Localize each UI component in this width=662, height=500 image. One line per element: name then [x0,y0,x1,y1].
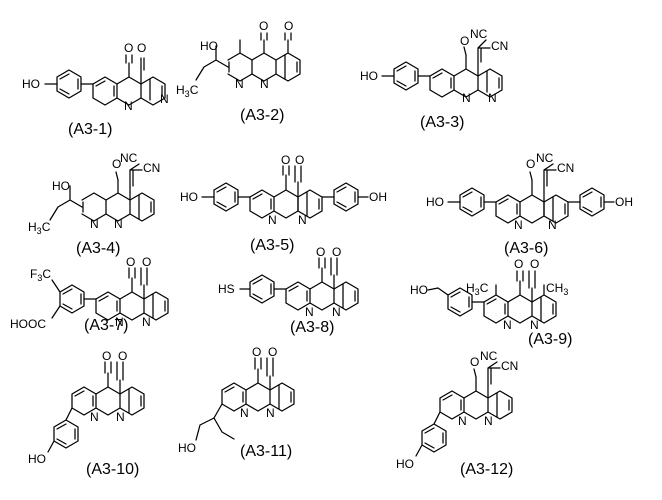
atom-h3c: H3C [176,83,199,99]
atom-oh: OH [369,190,387,204]
caption-a3-11: (A3-11) [240,443,292,460]
atom-o: O [102,349,111,363]
atom-o: O [470,355,479,369]
atom-n: N [488,91,497,105]
atom-n: N [530,318,539,332]
atom-n: N [260,77,269,91]
structure-a3-4: HO H3C O NC CN N N (A3-4) [28,151,160,257]
atom-ho: HO [200,39,218,53]
atom-n: N [458,414,467,428]
structure-a3-8: HS O O N N (A3-8) [218,245,358,336]
atom-ho: HO [22,77,40,91]
atom-o: O [268,345,277,359]
atom-o: O [526,157,535,171]
atom-hooc: HOOC [10,317,46,331]
structure-a3-7: F3C HOOC O O N N (A3-7) [10,255,168,334]
atom-ho: HO [180,190,198,204]
structure-a3-3: HO O NC CN N N (A3-3) [360,27,508,131]
atom-cn: CN [491,39,508,53]
atom-n: N [503,318,512,332]
atom-o: O [118,349,127,363]
atom-o: O [259,19,268,33]
atom-o: O [142,255,151,269]
structure-a3-5: HO O O N N OH (A3-5) [180,153,387,254]
atom-o: O [124,41,133,55]
atom-n: N [548,218,557,232]
caption-a3-10: (A3-10) [86,461,139,478]
atom-cn: CN [143,161,160,175]
atom-n: N [332,305,341,319]
atom-ho: HO [360,69,378,83]
atom-n: N [305,305,314,319]
atom-o: O [332,245,341,259]
atom-o: O [295,153,304,167]
atom-o: O [530,257,539,271]
structure-a3-10: O O N N HO (A3-10) [28,349,144,478]
atom-o: O [252,345,261,359]
atom-n: N [484,414,493,428]
atom-o: O [460,34,469,48]
structure-a3-6: HO O NC CN N N OH (A3-6) [426,151,633,257]
atom-n: N [114,217,123,231]
caption-a3-6: (A3-6) [504,240,548,257]
atom-h3c: H3C [466,281,489,297]
atom-ho: HO [396,457,414,471]
atom-ho: HO [410,283,428,297]
atom-o: O [284,19,293,33]
structure-a3-9: HO H3C CH3 O O N N (A3-9) [410,257,572,348]
structure-a3-2: HO H3C N N O O (A3-2) [176,19,300,124]
atom-n: N [266,406,275,420]
atom-n: N [235,77,244,91]
structure-a3-1: HO O O N N (A3-1) [22,41,169,138]
atom-nc: NC [120,151,138,165]
caption-a3-2: (A3-2) [240,107,284,124]
structure-a3-11: O O N N HO (A3-11) [178,345,294,460]
atom-n: N [116,410,125,424]
caption-a3-4: (A3-4) [76,240,120,257]
atom-ho: HO [178,441,196,455]
atom-nc: NC [536,151,554,165]
caption-a3-3: (A3-3) [420,114,464,131]
atom-n: N [160,92,169,106]
atom-hs: HS [218,282,235,296]
atom-f3c: F3C [30,267,51,283]
atom-h3c: H3C [28,220,51,236]
caption-a3-8: (A3-8) [290,319,334,336]
atom-n: N [90,410,99,424]
atom-n: N [240,406,249,420]
atom-o: O [316,245,325,259]
atom-o: O [514,257,523,271]
atom-ho: HO [52,179,70,193]
atom-n: N [298,213,307,227]
atom-o: O [137,41,146,55]
atom-n: N [142,315,151,329]
atom-nc: NC [480,349,498,363]
atom-n: N [462,91,471,105]
atom-cn: CN [501,359,518,373]
caption-a3-7: (A3-7) [84,317,128,334]
atom-o: O [126,255,135,269]
atom-n: N [268,213,277,227]
caption-a3-9: (A3-9) [528,331,572,348]
atom-cn: CN [557,161,574,175]
atom-n: N [124,99,133,113]
caption-a3-12: (A3-12) [460,461,513,478]
atom-n: N [90,217,99,231]
caption-a3-1: (A3-1) [68,121,112,138]
atom-n: N [514,218,523,232]
structure-a3-12: O NC CN N N HO (A3-12) [396,349,518,478]
atom-nc: NC [470,27,488,41]
caption-a3-5: (A3-5) [250,237,294,254]
atom-ho: HO [28,452,46,466]
atom-oh: OH [615,195,633,209]
atom-o: O [281,153,290,167]
atom-ho: HO [426,195,444,209]
atom-ch3: CH3 [546,281,568,297]
